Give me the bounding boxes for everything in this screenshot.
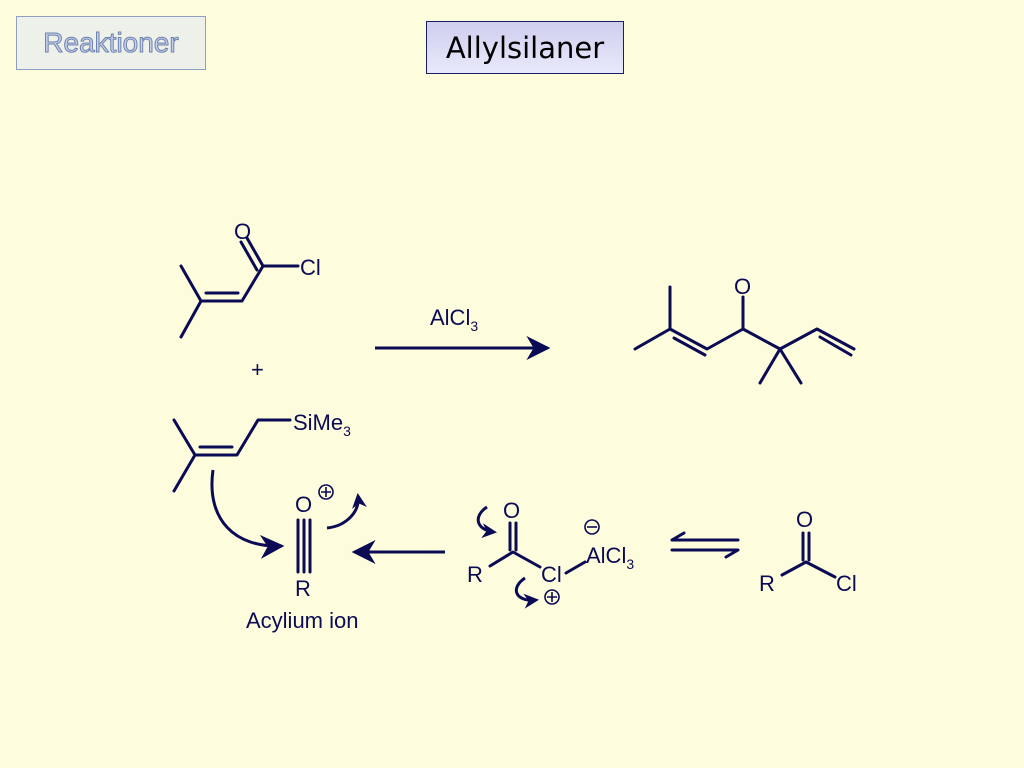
atom-chlorine: Cl	[836, 571, 857, 596]
page-title-text: Allylsilaner	[445, 30, 605, 65]
atom-oxygen: O	[234, 219, 251, 244]
reagent-label: AlCl3	[430, 305, 478, 334]
positive-charge-icon	[544, 589, 560, 605]
negative-charge-icon	[584, 519, 600, 535]
equilibrium-arrows	[670, 531, 740, 559]
curved-arrow	[476, 505, 497, 539]
acyl-chloride-molecule: O R Cl	[759, 507, 857, 596]
section-label-text: Reaktioner	[43, 27, 179, 59]
atom-oxygen: O	[796, 507, 813, 532]
atom-oxygen: O	[734, 274, 751, 299]
aluminum-chloride: AlCl3	[586, 543, 634, 572]
main-reaction-arrow: AlCl3	[375, 305, 551, 360]
r-group: R	[759, 571, 775, 596]
positive-charge-icon	[318, 484, 334, 500]
r-group: R	[467, 562, 483, 587]
curved-arrow	[326, 493, 367, 530]
atom-oxygen: O	[295, 492, 312, 517]
acylium-ion: O R Acylium ion	[246, 484, 367, 633]
acyl-chloride-alcl3-complex: O R Cl AlCl3	[467, 498, 634, 609]
acid-chloride-molecule: O Cl	[179, 219, 321, 339]
curved-arrow	[514, 576, 539, 609]
curved-arrow	[210, 469, 285, 559]
section-label: Reaktioner	[16, 16, 206, 70]
plus-sign: +	[251, 357, 264, 382]
atom-chlorine: Cl	[300, 255, 321, 280]
r-group: R	[295, 576, 311, 601]
atom-oxygen: O	[503, 498, 520, 523]
product-molecule: O	[633, 274, 856, 385]
page-title: Allylsilaner	[426, 21, 624, 74]
atom-chlorine: Cl	[541, 562, 562, 587]
allylsilane-molecule: SiMe3	[172, 410, 351, 493]
acylium-caption: Acylium ion	[246, 608, 358, 633]
silyl-group-label: SiMe3	[293, 410, 351, 439]
